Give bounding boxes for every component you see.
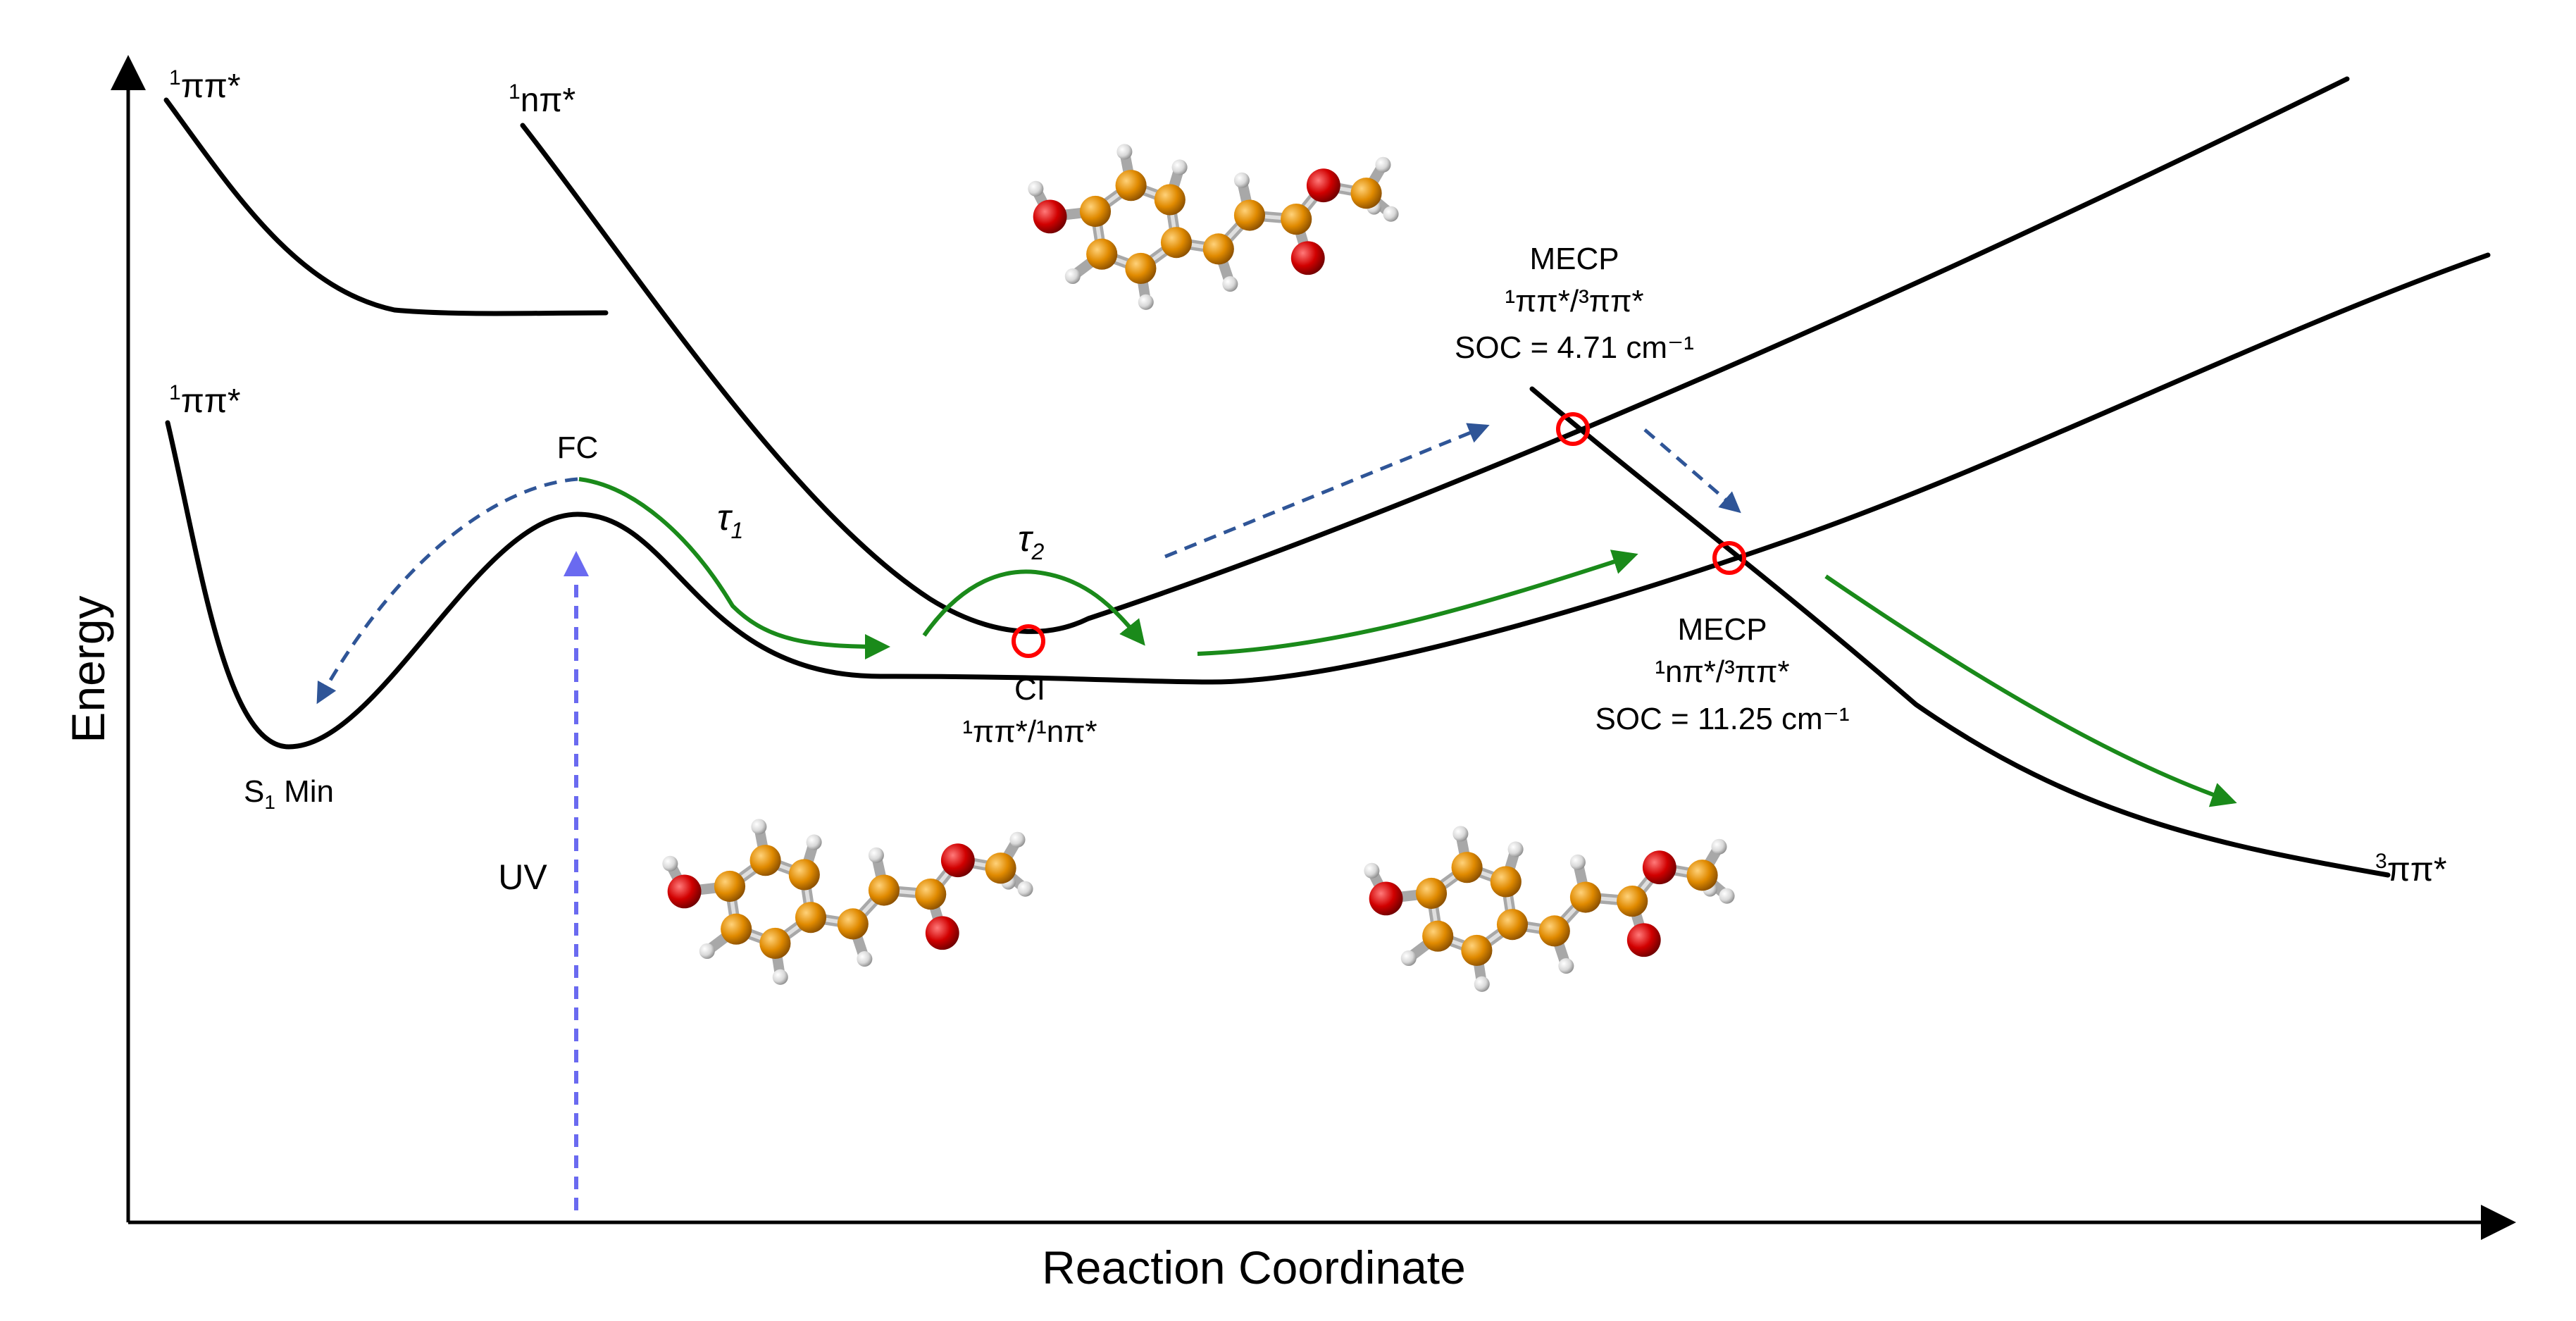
curve-s1-pipi [165,252,2491,750]
relax-to-s1min-arrow [316,477,578,705]
ci-marker [1012,624,1045,658]
isc-arrow-2 [1824,574,2237,807]
blue-dashed-arrows [316,423,1741,705]
mecp2-marker [1712,541,1746,575]
mecp1-title: MECP [1529,242,1619,276]
fc-label: FC [557,430,599,465]
mecp2-detail: ¹nπ*/³ππ* [1655,655,1789,689]
curve-triplet-pipi [1529,386,2391,878]
ci-title: CI [1014,672,1045,707]
label-upper-pipi: 1ππ* [169,66,241,105]
molecule-bottom-left [662,819,1033,985]
state-labels: 1ππ* 1nπ* 1ππ* 3ππ* [169,66,2447,888]
isc-arrow-1 [1197,550,1638,656]
crossing-markers [1012,412,1746,658]
curve-upper-pipi [163,97,609,316]
ci-detail: ¹ππ*/¹nπ* [962,714,1097,749]
mecp1-soc: SOC = 4.71 cm⁻¹ [1455,330,1694,365]
curves [163,76,2491,878]
axes: Reaction Coordinate Energy [62,55,2516,1294]
tau1-arrow [578,477,890,659]
s1min-label: S1 Min [244,774,334,813]
tau2-arrow [922,569,1145,646]
mecp2-title: MECP [1677,612,1767,647]
point-labels: FC S1 Min UV τ1 τ2 CI ¹ππ*/¹nπ* MECP ¹ππ… [244,242,1850,897]
dashed-to-mecp2-arrow [1643,428,1741,514]
tau2-label: τ2 [1018,519,1044,564]
y-axis-label: Energy [62,595,114,743]
green-arrows [578,477,2237,807]
mecp1-detail: ¹ππ*/³ππ* [1505,284,1643,318]
dashed-to-mecp1-arrow [1164,423,1490,559]
mecp2-soc: SOC = 11.25 cm⁻¹ [1595,702,1849,736]
molecule-top [1028,144,1398,310]
mecp1-marker [1556,412,1590,446]
uv-label: UV [498,857,547,897]
label-lower-pipi: 1ππ* [169,381,241,420]
x-axis-label: Reaction Coordinate [1042,1241,1466,1294]
molecule-bottom-right [1364,826,1734,992]
curve-npi-to-triplet [520,76,2350,634]
label-npi: 1nπ* [509,80,575,119]
label-triplet: 3ππ* [2375,850,2447,888]
tau1-label: τ1 [717,497,743,543]
